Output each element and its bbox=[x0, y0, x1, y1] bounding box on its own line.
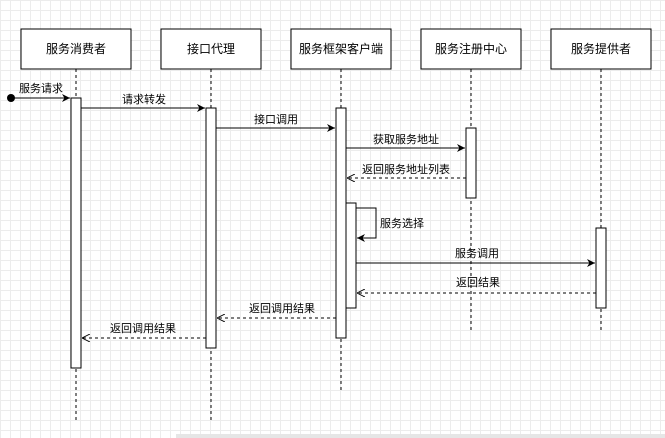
message-return-call-result-proxy[interactable]: 返回调用结果 bbox=[217, 302, 336, 318]
message-get-address-label: 获取服务地址 bbox=[373, 132, 439, 146]
actor-consumer[interactable]: 服务消费者 bbox=[20, 28, 132, 70]
message-return-address-list[interactable]: 返回服务地址列表 bbox=[347, 162, 466, 178]
message-service-selection[interactable]: 服务选择 bbox=[356, 207, 424, 242]
actor-client[interactable]: 服务框架客户端 bbox=[290, 28, 392, 70]
message-get-address[interactable]: 获取服务地址 bbox=[346, 132, 465, 152]
message-return-address-list-label: 返回服务地址列表 bbox=[362, 162, 450, 176]
message-service-call-label: 服务调用 bbox=[455, 247, 499, 260]
actor-provider[interactable]: 服务提供者 bbox=[550, 28, 652, 70]
activation-provider[interactable] bbox=[595, 227, 607, 309]
activation-registry[interactable] bbox=[465, 127, 477, 199]
actor-client-label: 服务框架客户端 bbox=[299, 41, 383, 56]
activation-client-nested[interactable] bbox=[345, 202, 357, 309]
activation-proxy[interactable] bbox=[205, 107, 217, 349]
actor-consumer-label: 服务消费者 bbox=[46, 41, 106, 56]
message-interface-call[interactable]: 接口调用 bbox=[216, 113, 335, 132]
message-return-call-result-consumer[interactable]: 返回调用结果 bbox=[82, 322, 206, 338]
message-return-call-result-proxy-label: 返回调用结果 bbox=[249, 302, 315, 315]
actor-proxy[interactable]: 接口代理 bbox=[160, 28, 262, 70]
message-forward-request-label: 请求转发 bbox=[122, 92, 166, 106]
message-return-result[interactable]: 返回结果 bbox=[357, 276, 596, 293]
activation-client[interactable] bbox=[335, 107, 347, 339]
horizontal-scrollbar[interactable] bbox=[176, 434, 665, 438]
message-service-selection-label: 服务选择 bbox=[380, 216, 424, 230]
message-service-request[interactable]: 服务请求 bbox=[7, 82, 70, 102]
activation-consumer[interactable] bbox=[70, 97, 82, 369]
message-service-call[interactable]: 服务调用 bbox=[356, 247, 595, 267]
actor-registry-label: 服务注册中心 bbox=[435, 41, 507, 56]
message-service-request-label: 服务请求 bbox=[19, 82, 63, 95]
actor-proxy-label: 接口代理 bbox=[187, 41, 235, 56]
actor-provider-label: 服务提供者 bbox=[571, 41, 631, 56]
message-interface-call-label: 接口调用 bbox=[254, 113, 298, 126]
message-return-result-label: 返回结果 bbox=[456, 276, 500, 289]
message-return-call-result-consumer-label: 返回调用结果 bbox=[110, 322, 176, 335]
actor-registry[interactable]: 服务注册中心 bbox=[420, 28, 522, 70]
message-forward-request[interactable]: 请求转发 bbox=[81, 92, 205, 112]
